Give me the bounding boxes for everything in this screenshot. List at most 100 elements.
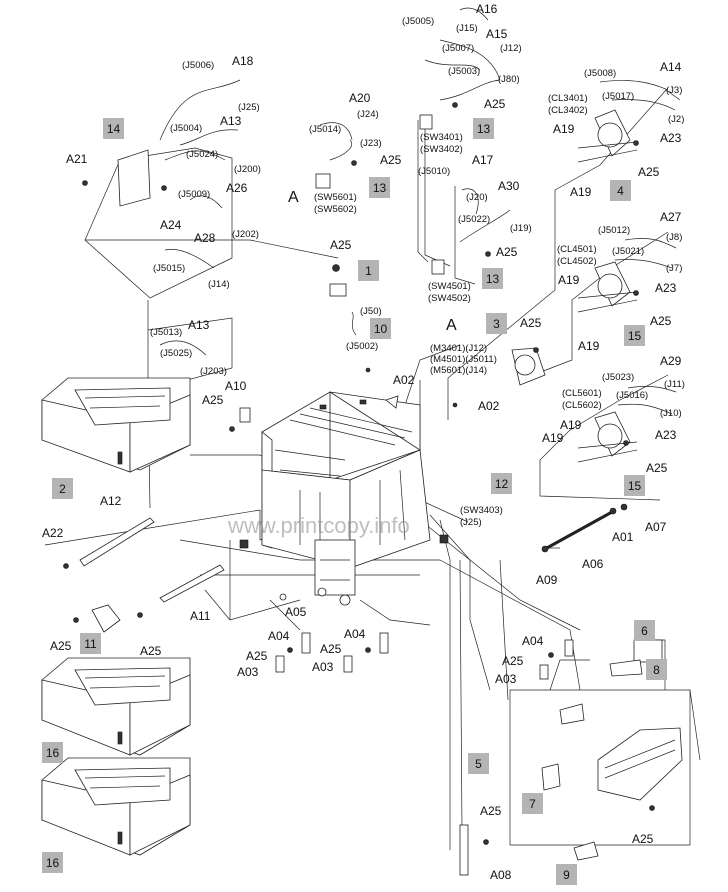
callout-box-15b — [624, 475, 645, 496]
label-a03b: A03 — [312, 660, 334, 674]
callout-4: 4 — [617, 184, 624, 198]
callout-box-16a — [42, 742, 63, 763]
conn-j20: (J20) — [466, 192, 488, 203]
conn-m4501: (M4501)(J5011) — [430, 354, 497, 365]
label-a04a: A04 — [268, 629, 290, 643]
view-marker-a-left: A — [288, 189, 299, 206]
conn-j5016: (J5016) — [616, 390, 648, 401]
label-a24: A24 — [160, 218, 182, 232]
conn-j203: (J203) — [200, 366, 227, 377]
label-a25d: A25 — [496, 245, 518, 259]
callout-12: 12 — [495, 477, 509, 491]
callout-box-1 — [358, 260, 379, 281]
conn-sw4502: (SW4502) — [428, 293, 471, 304]
conn-cl4501: (CL4501) — [557, 244, 597, 255]
label-a13b: A13 — [188, 318, 210, 332]
conn-j5006: (J5006) — [182, 60, 214, 71]
callout-box-6 — [634, 620, 655, 641]
label-a25b: A25 — [484, 97, 506, 111]
label-a23b: A23 — [655, 281, 677, 295]
label-a11: A11 — [190, 609, 211, 623]
conn-sw3402: (SW3402) — [420, 144, 463, 155]
callout-15b: 15 — [628, 479, 642, 493]
conn-cl3401: (CL3401) — [548, 93, 588, 104]
label-a21: A21 — [66, 152, 88, 166]
connector-labels: (J5005) (J15) (J5007) (J12) (J5003) (J80… — [150, 16, 685, 528]
label-a23c: A23 — [655, 428, 677, 442]
view-marker-a-center: A — [446, 317, 457, 334]
callout-box-13c — [482, 268, 503, 289]
paper-tray-16-lower — [41, 757, 191, 856]
conn-cl5601: (CL5601) — [562, 388, 602, 399]
callout-10: 10 — [374, 322, 388, 336]
label-a03c: A03 — [495, 672, 517, 686]
callout-16a: 16 — [46, 746, 60, 760]
label-a15: A15 — [486, 27, 508, 41]
label-a28: A28 — [194, 231, 216, 245]
callout-box-3 — [486, 313, 507, 334]
callout-boxes: 1 2 3 4 5 6 7 8 9 10 11 12 13 13 13 14 1… — [42, 118, 667, 885]
callout-1: 1 — [365, 264, 372, 278]
label-a25i: A25 — [246, 649, 268, 663]
conn-j5014: (J5014) — [309, 124, 341, 135]
conn-sw5602: (SW5602) — [314, 204, 357, 215]
label-a22: A22 — [42, 526, 64, 540]
part-labels: A01 A02 A02 A03 A03 A03 A04 A04 A04 A05 … — [42, 2, 682, 882]
label-a04b: A04 — [344, 627, 366, 641]
callout-box-13b — [473, 118, 494, 139]
callout-8: 8 — [653, 663, 660, 677]
conn-j5022: (J5022) — [458, 214, 490, 225]
label-a05: A05 — [285, 605, 307, 619]
label-a25l: A25 — [480, 804, 502, 818]
conn-j5005: (J5005) — [402, 16, 434, 27]
conn-j5008: (J5008) — [584, 68, 616, 79]
callout-13a: 13 — [373, 181, 387, 195]
callout-box-8 — [646, 659, 667, 680]
conn-j5002: (J5002) — [346, 341, 378, 352]
conn-j19: (J19) — [510, 223, 532, 234]
conn-j5003: (J5003) — [448, 66, 480, 77]
watermark-text: www.printcopy.info — [227, 513, 410, 538]
conn-m3401: (M3401)(J12) — [430, 343, 487, 354]
conn-j12: (J12) — [500, 43, 522, 54]
clutch-assemblies — [577, 109, 638, 463]
callout-15a: 15 — [628, 329, 642, 343]
label-a25m: A25 — [632, 832, 654, 846]
callout-box-15a — [624, 325, 645, 346]
callout-9: 9 — [563, 868, 570, 882]
label-a09: A09 — [536, 573, 558, 587]
callout-box-14 — [103, 118, 124, 139]
label-a25a: A25 — [380, 153, 402, 167]
label-a19d: A19 — [578, 339, 600, 353]
callout-box-13a — [369, 177, 390, 198]
conn-j200: (J200) — [234, 164, 261, 175]
main-chassis — [239, 391, 449, 606]
conn-j5012: (J5012) — [598, 225, 630, 236]
conn-sw3401: (SW3401) — [420, 132, 463, 143]
conn-cl3402: (CL3402) — [548, 105, 588, 116]
conn-j5010: (J5010) — [418, 166, 450, 177]
conn-j80: (J80) — [498, 74, 520, 85]
callout-box-16b — [42, 852, 63, 873]
conn-j8: (J8) — [666, 232, 682, 243]
conn-j3: (J3) — [666, 85, 682, 96]
label-a07: A07 — [645, 520, 667, 534]
label-a12: A12 — [100, 494, 122, 508]
label-a26: A26 — [226, 181, 248, 195]
label-a20: A20 — [349, 91, 371, 105]
callout-3: 3 — [493, 317, 500, 331]
label-a13a: A13 — [220, 114, 242, 128]
label-a01: A01 — [612, 530, 634, 544]
callout-2: 2 — [59, 482, 66, 496]
callout-box-4 — [610, 180, 631, 201]
label-a17: A17 — [472, 153, 494, 167]
wire-harnesses — [159, 7, 677, 415]
callout-box-5 — [468, 753, 489, 774]
label-a06: A06 — [582, 557, 604, 571]
label-a02a: A02 — [393, 373, 415, 387]
conn-j5013: (J5013) — [150, 327, 182, 338]
conn-j50: (J50) — [360, 306, 382, 317]
paper-tray-16-upper — [41, 657, 191, 756]
conn-sw5601: (SW5601) — [314, 192, 357, 203]
